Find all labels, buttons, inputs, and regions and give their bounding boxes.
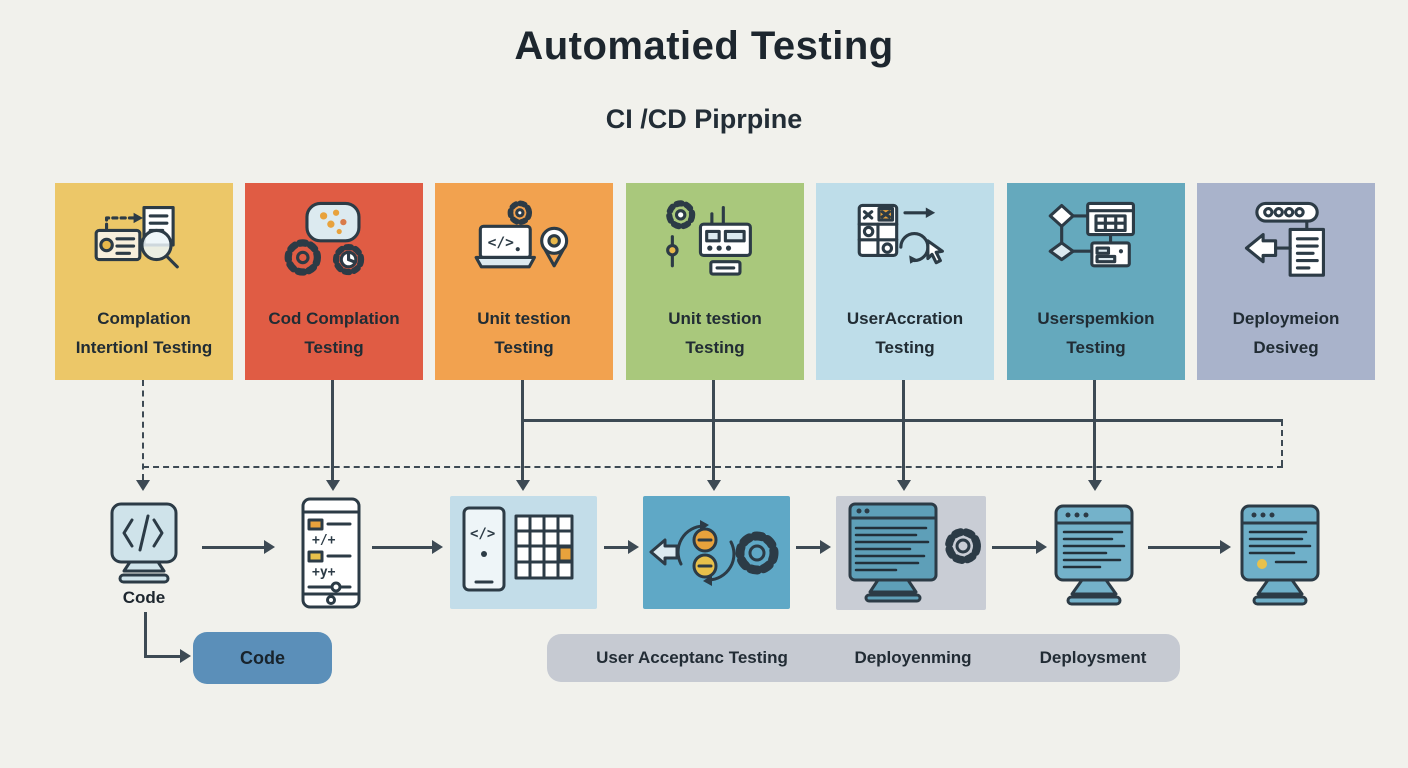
card-label-line2: Desiveg <box>1253 337 1319 357</box>
stage-card-unit-testing-1: </> Unit testion Testing <box>435 183 613 380</box>
gear-device-icon <box>626 199 804 291</box>
mobile-testing-panel: </> <box>450 496 597 609</box>
connector-card1-down <box>142 380 144 480</box>
bar-label-user-acceptance: User Acceptanc Testing <box>596 648 788 667</box>
card-label-line1: Unit testion <box>477 308 571 328</box>
card-label-line1: Cod Complation <box>268 308 400 328</box>
pipeline-arrow-3 <box>604 546 628 549</box>
deploy-document-icon <box>1197 199 1375 291</box>
phone-checklist-icon: +/+ +y+ <box>300 496 362 615</box>
card-label: Complation Intertionl Testing <box>59 304 229 362</box>
flowchart-grid-icon <box>1007 199 1185 291</box>
server-gear-panel <box>836 496 986 610</box>
pipeline-arrowhead-1 <box>264 540 275 554</box>
pipeline-arrowhead-6 <box>1220 540 1231 554</box>
card-label-line1: Userspemkion <box>1037 308 1155 328</box>
stage-card-deployment: Deploymeion Desiveg <box>1197 183 1375 380</box>
card-label: Unit testion Testing <box>630 304 800 362</box>
pipeline-arrow-6 <box>1148 546 1220 549</box>
svg-text:+y+: +y+ <box>312 565 336 580</box>
bar-label-deploying: Deployenming <box>854 648 972 667</box>
card-label-line2: Testing <box>875 337 935 357</box>
arrowhead-code-badge <box>180 649 191 663</box>
search-documents-icon <box>55 199 233 291</box>
svg-text:</>: </> <box>470 526 495 542</box>
pipeline-arrowhead-3 <box>628 540 639 554</box>
card-label-line1: Complation <box>97 308 191 328</box>
connector-card3-down <box>521 380 524 480</box>
pipeline-arrow-1 <box>202 546 264 549</box>
stage-card-unit-testing-2: Unit testion Testing <box>626 183 804 380</box>
card-label-line2: Testing <box>685 337 745 357</box>
card-label-line2: Testing <box>1066 337 1126 357</box>
card-label-line2: Intertionl Testing <box>75 337 213 357</box>
pipeline-arrow-5 <box>992 546 1036 549</box>
gears-icon <box>245 199 423 291</box>
arrowhead-card2 <box>326 480 340 491</box>
arrowhead-card3 <box>516 480 530 491</box>
terminal-monitor-icon <box>1050 502 1138 613</box>
connector-card6-down <box>1093 380 1096 480</box>
terminal-monitor-icon-2 <box>1236 502 1324 613</box>
pipeline-arrowhead-5 <box>1036 540 1047 554</box>
code-step-label: Code <box>122 588 166 607</box>
code-badge-label: Code <box>240 647 285 668</box>
card-label: UserAccration Testing <box>820 304 990 362</box>
arrowhead-card5 <box>897 480 911 491</box>
stage-card-user-acceptance: UserAccration Testing <box>816 183 994 380</box>
card-label-line2: Testing <box>494 337 554 357</box>
pipeline-arrowhead-4 <box>820 540 831 554</box>
card-label: Deploymeion Desiveg <box>1201 304 1371 362</box>
card-label: Unit testion Testing <box>439 304 609 362</box>
pipeline-arrowhead-2 <box>432 540 443 554</box>
bar-label-deployment: Deploysment <box>1039 648 1147 667</box>
page-title: Automatied Testing <box>514 24 894 68</box>
stage-card-code-compilation: Cod Complation Testing <box>245 183 423 380</box>
card-label-line1: Deploymeion <box>1232 308 1340 328</box>
connector-code-right <box>144 655 180 658</box>
card-label-line2: Testing <box>304 337 364 357</box>
connector-right-drop <box>1281 420 1283 466</box>
svg-text:</>: </> <box>488 234 515 251</box>
connector-card2-down <box>331 380 334 480</box>
connector-code-down <box>144 612 147 657</box>
laptop-gear-pin-icon: </> <box>435 199 613 291</box>
pipeline-arrow-2 <box>372 546 432 549</box>
pipeline-arrow-4 <box>796 546 820 549</box>
card-label-line1: Unit testion <box>668 308 762 328</box>
integration-gears-panel <box>643 496 790 609</box>
arrowhead-card4 <box>707 480 721 491</box>
card-label: Cod Complation Testing <box>249 304 419 362</box>
page-subtitle: CI /CD Piprpine <box>605 104 803 134</box>
code-monitor-icon <box>98 500 190 591</box>
arrowhead-card6 <box>1088 480 1102 491</box>
card-label: Userspemkion Testing <box>1011 304 1181 362</box>
code-badge: Code <box>193 632 332 684</box>
connector-bus-solid <box>521 419 1283 422</box>
connector-card5-down <box>902 380 905 480</box>
stage-card-compilation-testing: Complation Intertionl Testing <box>55 183 233 380</box>
card-label-line1: UserAccration <box>846 308 964 328</box>
svg-text:+/+: +/+ <box>312 533 336 548</box>
bottom-stage-bar: User Acceptanc Testing Deployenming Depl… <box>547 634 1180 682</box>
connector-bus-dashed <box>143 466 1283 468</box>
connector-card4-down <box>712 380 715 480</box>
document-cursor-icon <box>816 199 994 291</box>
stage-card-user-permission: Userspemkion Testing <box>1007 183 1185 380</box>
arrowhead-card1 <box>136 480 150 491</box>
